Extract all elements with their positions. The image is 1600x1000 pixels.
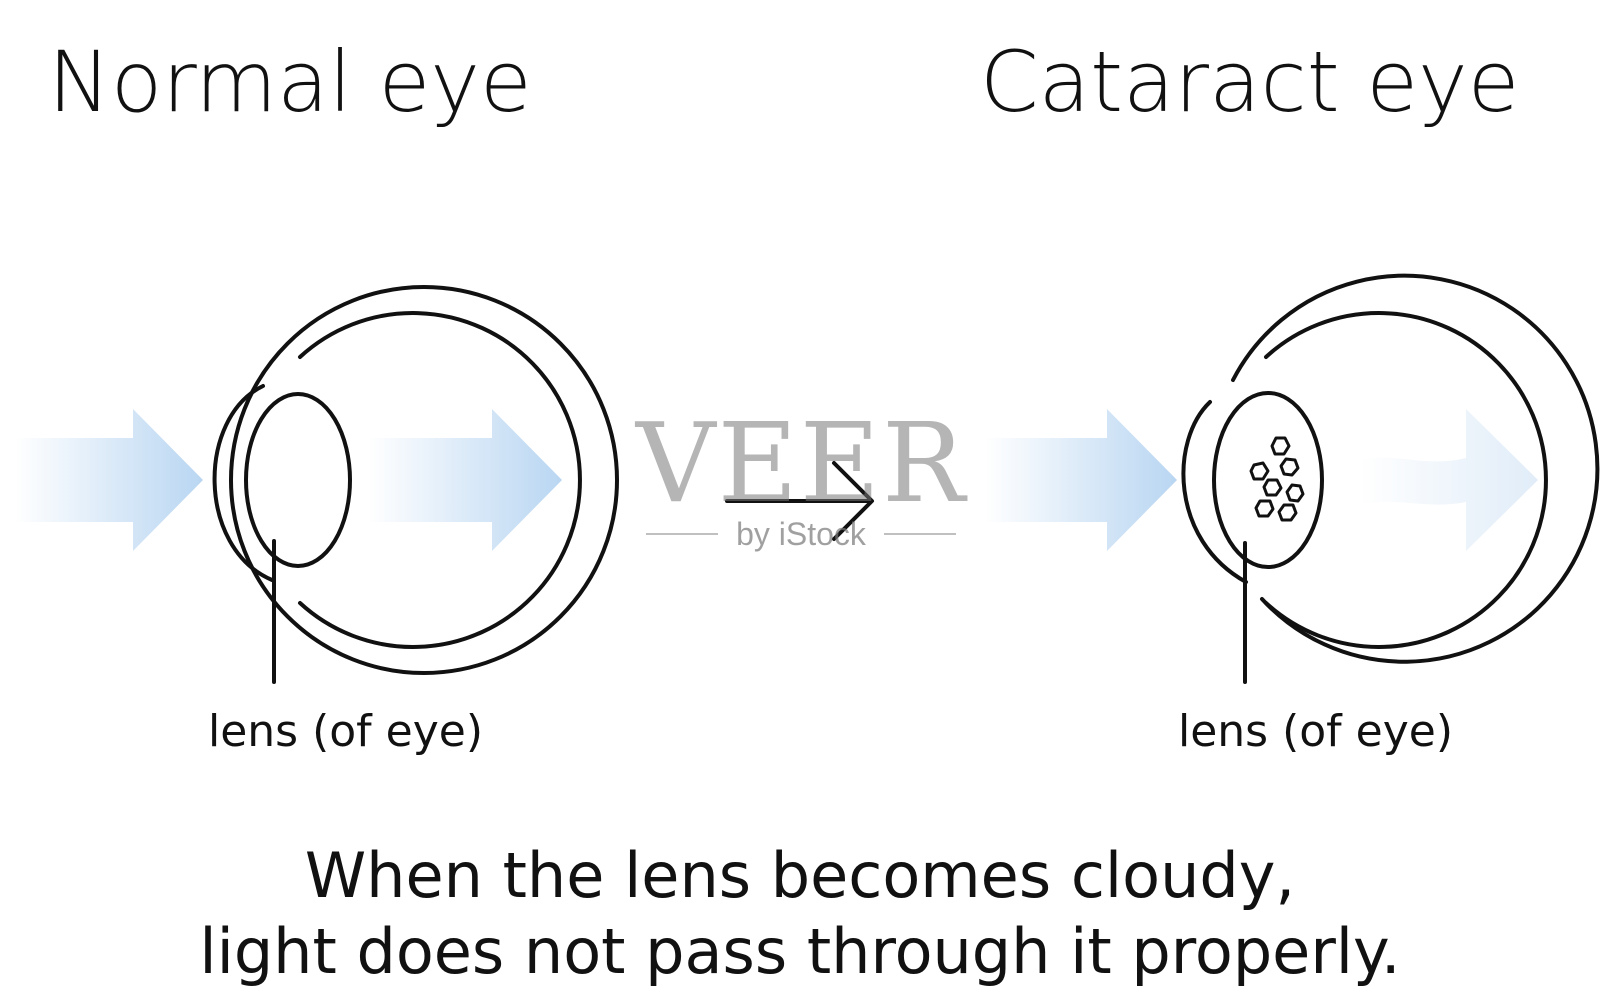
caption-line-2: light does not pass through it properly. (199, 915, 1401, 988)
lens-label-normal: lens (of eye) (208, 706, 483, 757)
transition-arrow (725, 461, 874, 541)
light-arrow-internal-normal (368, 409, 562, 551)
caption: When the lens becomes cloudy, light does… (0, 838, 1600, 990)
lens-cataract (1212, 391, 1324, 569)
eyeball-cataract (1181, 273, 1600, 664)
title-normal-eye: Normal eye (48, 33, 532, 131)
caption-line-1: When the lens becomes cloudy, (304, 839, 1296, 912)
title-cataract-eye: Cataract eye (980, 33, 1520, 131)
lens-normal (244, 392, 352, 568)
lens-label-cataract: lens (of eye) (1178, 706, 1453, 757)
light-arrow-incoming-cataract (985, 409, 1177, 551)
light-arrow-diffused-cataract (1360, 409, 1538, 551)
cataract-opacities (1249, 436, 1305, 522)
eyeball-normal (212, 285, 619, 675)
light-arrow-incoming-normal (15, 409, 203, 551)
